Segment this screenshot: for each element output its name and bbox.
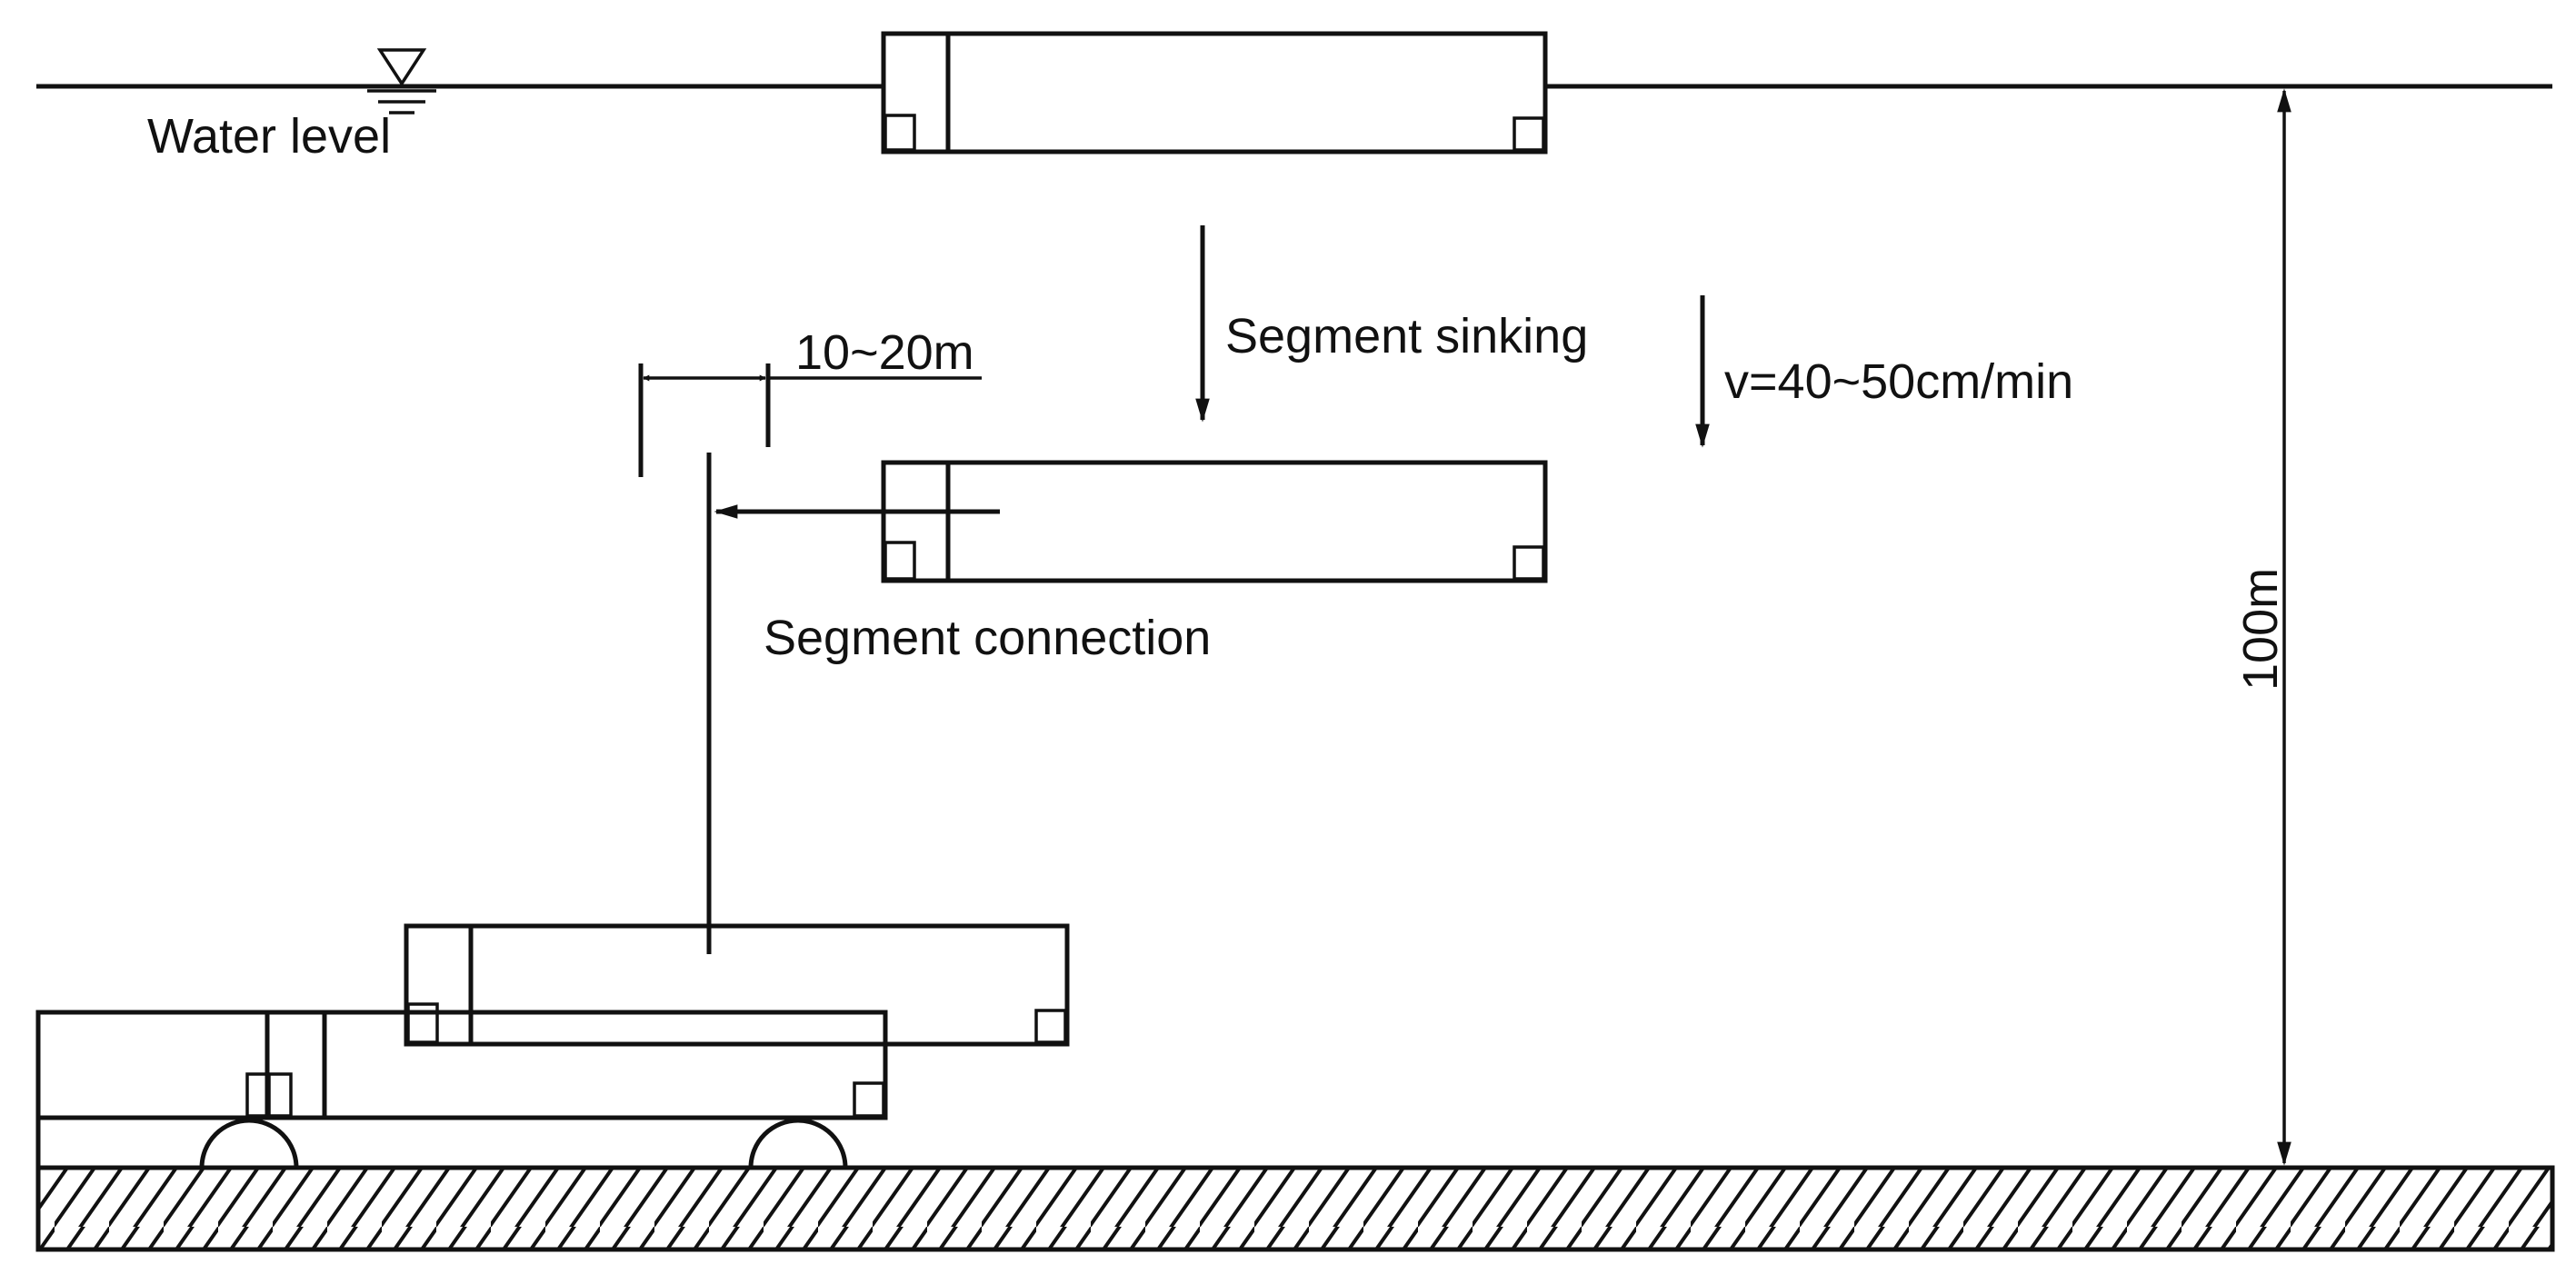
depth-label: 100m xyxy=(2233,568,2288,691)
support-right xyxy=(748,1118,848,1169)
installed-segment-upper xyxy=(404,923,1070,1047)
segment-sinking-label: Segment sinking xyxy=(1225,309,1588,363)
support-left xyxy=(199,1118,299,1169)
floating-segment xyxy=(881,31,1548,154)
segment-connection-label: Segment connection xyxy=(764,611,1211,665)
seabed xyxy=(35,1165,2555,1252)
sinking-segment xyxy=(881,460,1548,583)
water-level-label: Water level xyxy=(147,109,391,164)
speed-label: v=40~50cm/min xyxy=(1724,354,2073,409)
water-level-icon xyxy=(367,48,436,114)
gap-dimension xyxy=(638,363,982,477)
installed-segment-lower xyxy=(35,1010,888,1168)
gap-label: 10~20m xyxy=(795,325,974,380)
